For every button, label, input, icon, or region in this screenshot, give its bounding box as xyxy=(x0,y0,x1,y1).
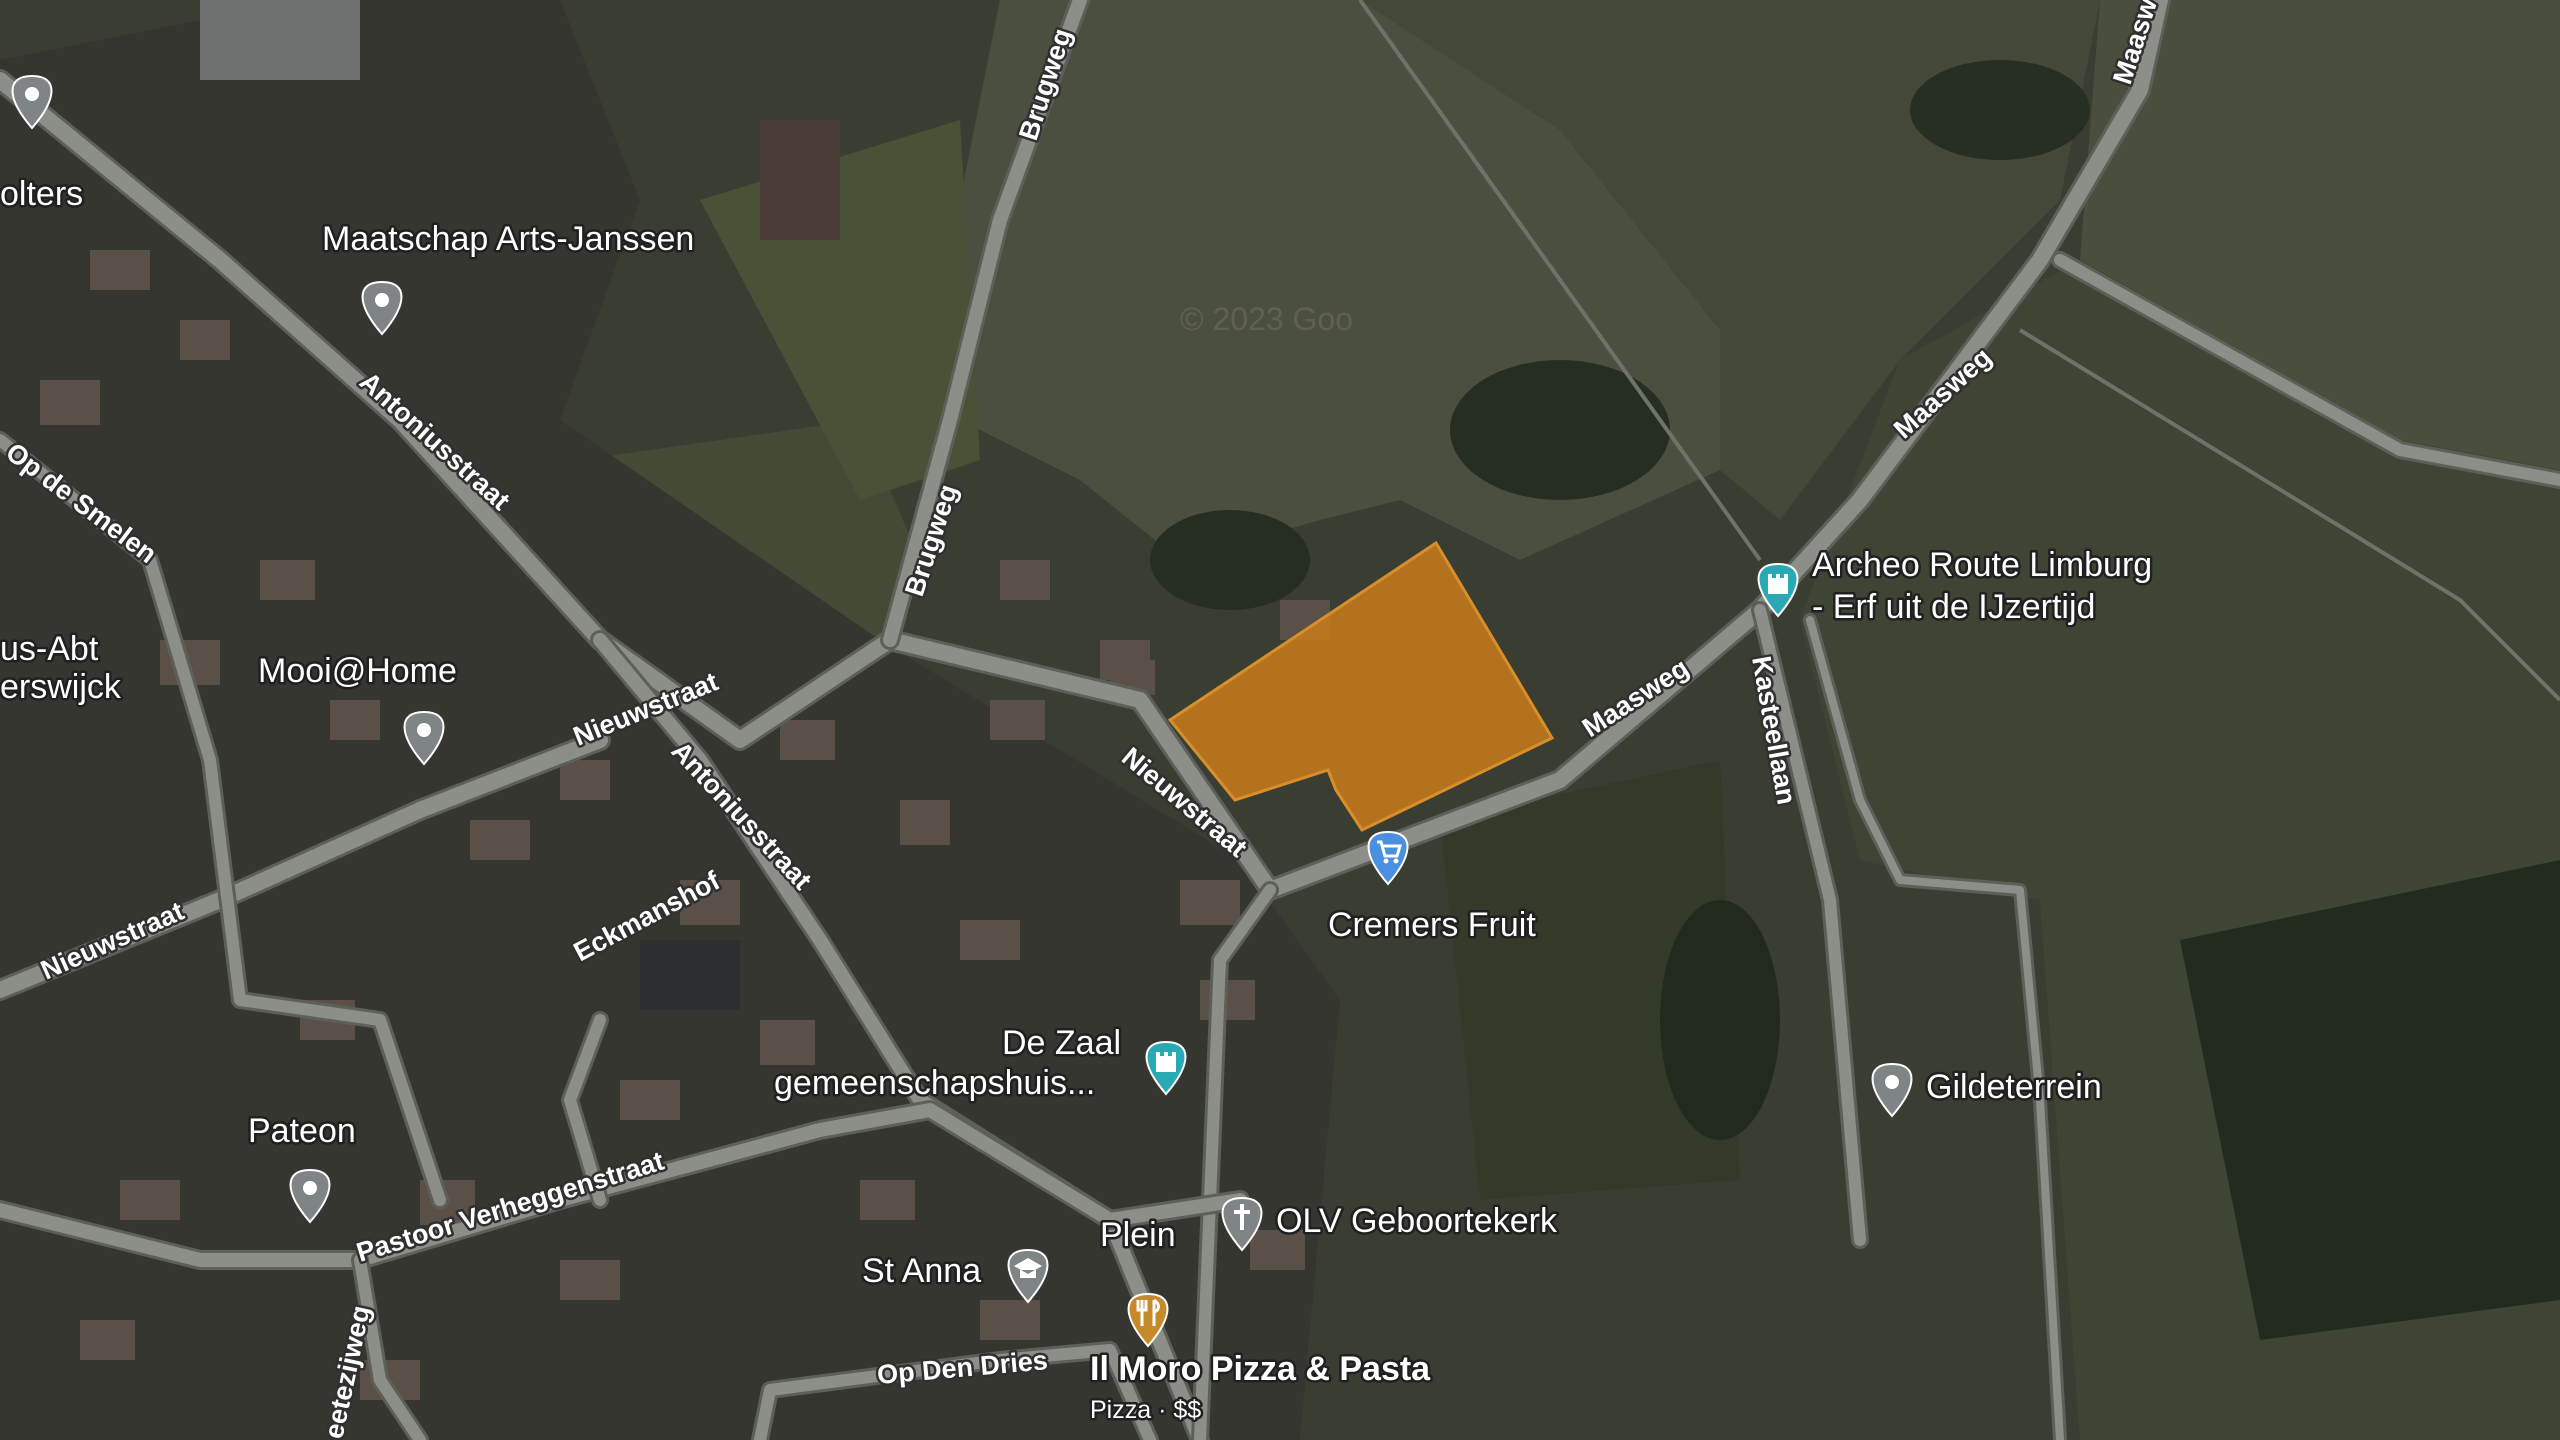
church-marker-olv-geboortekerk[interactable] xyxy=(1221,1196,1263,1252)
field-far-east xyxy=(2080,0,2560,470)
place-label-wolters[interactable]: olters xyxy=(0,173,86,216)
place-marker-mooihome[interactable] xyxy=(403,710,445,766)
dark-trees-east xyxy=(2180,860,2560,1340)
tree-cluster-1 xyxy=(1450,360,1670,500)
place-label-plein[interactable]: Plein xyxy=(1098,1214,1179,1257)
graduation-cap-icon xyxy=(1014,1258,1042,1278)
place-label-archeo-line2[interactable]: - Erf uit de IJzertijd xyxy=(1810,586,2098,629)
map-watermark: © 2023 Goo xyxy=(1180,301,1353,337)
cross-icon xyxy=(1234,1204,1250,1230)
shop-marker-cremers-fruit[interactable] xyxy=(1367,830,1409,886)
houses xyxy=(40,0,1330,1400)
highlighted-parcel[interactable] xyxy=(1167,540,1555,832)
map-markers xyxy=(11,74,1913,1348)
place-label-gildeterrein[interactable]: Gildeterrein xyxy=(1924,1066,2105,1109)
place-label-de-zaal-line2[interactable]: gemeenschapshuis... xyxy=(772,1062,1098,1105)
place-labels: olters Maatschap Arts-Janssen us-Abt ers… xyxy=(0,173,2155,1427)
museum-marker-de-zaal[interactable] xyxy=(1145,1040,1187,1096)
restaurant-marker-il-moro[interactable] xyxy=(1127,1292,1169,1348)
place-label-cremers-fruit[interactable]: Cremers Fruit xyxy=(1326,904,1539,947)
castle-icon xyxy=(1768,574,1788,594)
place-marker-maatschap[interactable] xyxy=(361,280,403,336)
orchard xyxy=(1440,760,1740,1200)
place-label-de-zaal-line1[interactable]: De Zaal xyxy=(1000,1022,1124,1065)
place-label-olv-geboortekerk[interactable]: OLV Geboortekerk xyxy=(1274,1200,1561,1243)
place-marker-pateon[interactable] xyxy=(289,1168,331,1224)
fork-knife-icon xyxy=(1136,1298,1160,1326)
school-marker-st-anna[interactable] xyxy=(1007,1248,1049,1304)
field-northeast xyxy=(1360,0,2100,520)
place-label-maatschap[interactable]: Maatschap Arts-Janssen xyxy=(320,218,697,261)
place-label-mooihome[interactable]: Mooi@Home xyxy=(256,650,460,693)
tree-cluster-2 xyxy=(1150,510,1310,610)
museum-marker-archeo-route[interactable] xyxy=(1757,562,1799,618)
place-label-st-anna[interactable]: St Anna xyxy=(860,1250,984,1293)
place-marker-gildeterrein[interactable] xyxy=(1871,1062,1913,1118)
place-label-pateon[interactable]: Pateon xyxy=(246,1110,359,1153)
tree-cluster-4 xyxy=(1910,60,2090,160)
place-label-archeo-line1[interactable]: Archeo Route Limburg xyxy=(1810,544,2155,587)
shopping-cart-icon xyxy=(1377,840,1403,858)
place-label-us-abt-line1[interactable]: us-Abt xyxy=(0,628,101,671)
place-marker-wolters[interactable] xyxy=(11,74,53,130)
community-hall-icon xyxy=(1156,1052,1176,1072)
place-label-il-moro[interactable]: Il Moro Pizza & Pasta xyxy=(1088,1348,1434,1391)
place-label-il-moro-subtitle: Pizza · $$ xyxy=(1090,1396,1201,1424)
place-label-us-abt-line2[interactable]: erswijck xyxy=(0,666,124,709)
tree-cluster-3 xyxy=(1660,900,1780,1140)
